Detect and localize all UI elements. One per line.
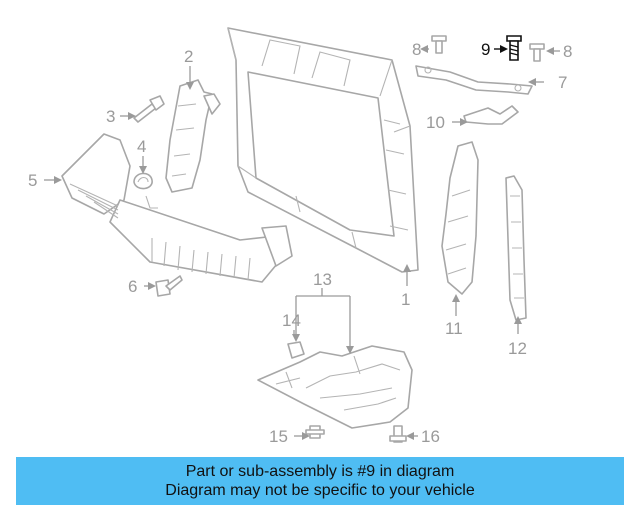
callout-13: 13	[313, 270, 332, 289]
air-deflector	[61, 133, 293, 283]
callout-2: 2	[184, 47, 193, 66]
leader-lines	[44, 45, 560, 440]
clip-part-14	[287, 341, 305, 359]
bolt-part-16	[389, 425, 407, 443]
callout-15: 15	[269, 427, 288, 446]
callout-8-left: 8	[412, 40, 421, 59]
push-clip-part-6	[155, 275, 183, 297]
banner-line-2: Diagram may not be specific to your vehi…	[165, 482, 475, 499]
callout-6: 6	[128, 277, 137, 296]
callout-9[interactable]: 9	[481, 40, 490, 59]
bolt-part-15	[305, 425, 325, 439]
callout-14: 14	[282, 311, 301, 330]
callout-5: 5	[28, 171, 37, 190]
info-banner: Part or sub-assembly is #9 in diagram Di…	[16, 457, 624, 505]
clip-part-4	[133, 172, 153, 190]
screw-part-8-right	[529, 43, 545, 62]
callout-1: 1	[401, 290, 410, 309]
small-bracket-part-10	[463, 105, 519, 125]
side-seal	[505, 175, 527, 321]
callout-7: 7	[558, 73, 567, 92]
side-deflector	[441, 141, 479, 295]
callout-3: 3	[106, 107, 115, 126]
left-bracket	[165, 79, 221, 193]
callout-10: 10	[426, 113, 445, 132]
callout-12: 12	[508, 339, 527, 358]
screw-part-9[interactable]	[506, 35, 522, 61]
callout-8-right: 8	[563, 42, 572, 61]
callout-labels: 1 2 3 4 5 6 7 8 8 9 10 11 12 13 14 15 16	[28, 40, 572, 446]
upper-bar	[415, 65, 533, 95]
callout-4: 4	[137, 137, 146, 156]
radiator-support-frame	[227, 27, 419, 273]
splash-shield	[257, 345, 413, 429]
screw-part-8-left	[431, 35, 447, 54]
bolt-part-3	[133, 95, 165, 123]
callout-16: 16	[421, 427, 440, 446]
banner-line-1: Part or sub-assembly is #9 in diagram	[185, 463, 455, 480]
callout-11: 11	[445, 319, 463, 338]
